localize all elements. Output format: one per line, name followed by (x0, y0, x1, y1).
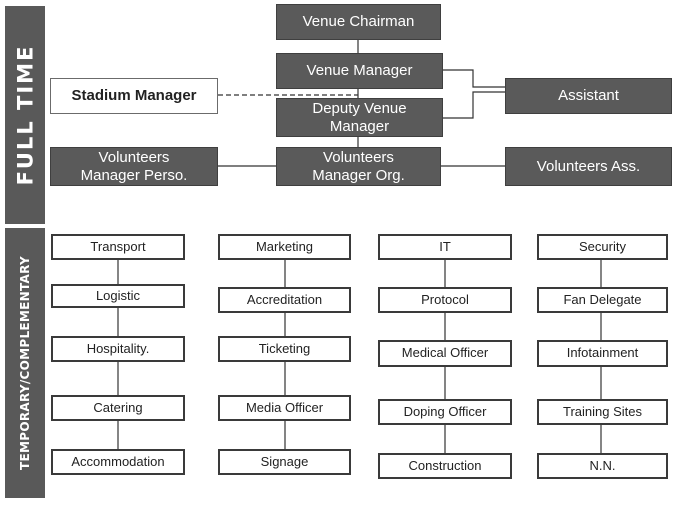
construction-box: Construction (378, 453, 512, 479)
connector-manager-assistant (443, 69, 505, 88)
doping-officer-box: Doping Officer (378, 399, 512, 425)
stadium-manager-box: Stadium Manager (50, 78, 218, 114)
marketing-box: Marketing (218, 234, 351, 260)
accreditation-box: Accreditation (218, 287, 351, 313)
accommodation-box: Accommodation (51, 449, 185, 475)
venue-chairman-box: Venue Chairman (276, 4, 441, 40)
fan-delegate-box: Fan Delegate (537, 287, 668, 313)
temporary-band: TEMPORARY/COMPLEMENTARY (5, 228, 45, 498)
temporary-label: TEMPORARY/COMPLEMENTARY (18, 256, 32, 470)
medical-officer-box: Medical Officer (378, 340, 512, 367)
infotainment-box: Infotainment (537, 340, 668, 367)
training-sites-box: Training Sites (537, 399, 668, 425)
volunteers-manager-org-box: Volunteers Manager Org. (276, 147, 441, 186)
catering-box: Catering (51, 395, 185, 421)
venue-manager-box: Venue Manager (276, 53, 443, 89)
it-box: IT (378, 234, 512, 260)
volunteers-ass-box: Volunteers Ass. (505, 147, 672, 186)
ticketing-box: Ticketing (218, 336, 351, 362)
full-time-band: FULL TIME (5, 6, 45, 224)
media-officer-box: Media Officer (218, 395, 351, 421)
nn-box: N.N. (537, 453, 668, 479)
security-box: Security (537, 234, 668, 260)
logistic-box: Logistic (51, 284, 185, 308)
connector-deputy-assistant (443, 91, 505, 119)
signage-box: Signage (218, 449, 351, 475)
assistant-box: Assistant (505, 78, 672, 114)
full-time-label: FULL TIME (13, 44, 38, 186)
volunteers-manager-perso-box: Volunteers Manager Perso. (50, 147, 218, 186)
transport-box: Transport (51, 234, 185, 260)
hospitality-box: Hospitality. (51, 336, 185, 362)
deputy-venue-manager-box: Deputy Venue Manager (276, 98, 443, 137)
protocol-box: Protocol (378, 287, 512, 313)
